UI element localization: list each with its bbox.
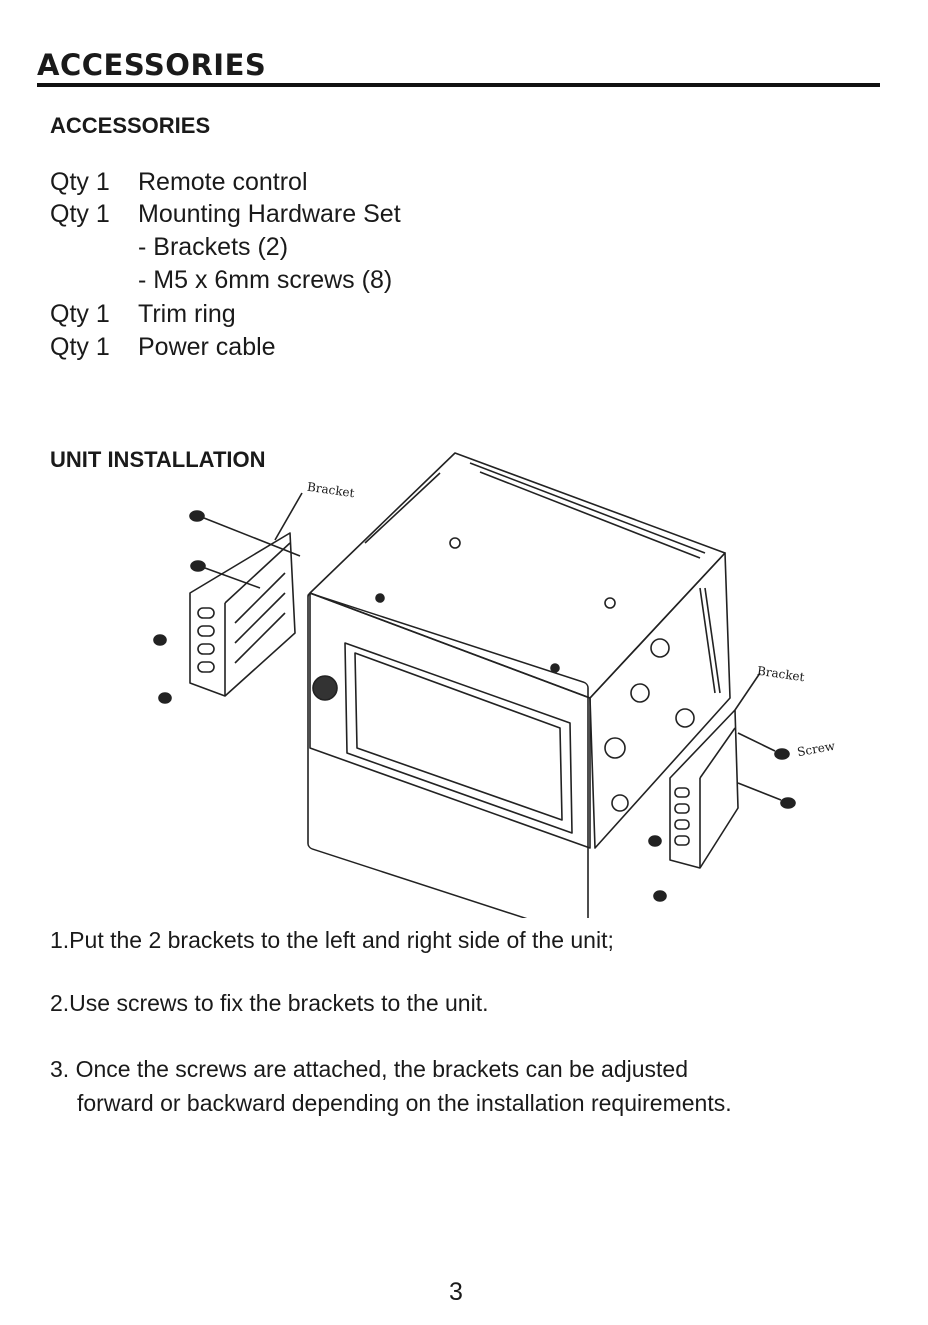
accessories-heading: ACCESSORIES	[50, 113, 211, 138]
accessory-qty: Qty 1	[50, 168, 110, 196]
installation-step-1: 1.Put the 2 brackets to the left and rig…	[50, 927, 614, 953]
page-number: 3	[449, 1278, 463, 1306]
accessory-qty: Qty 1	[50, 300, 110, 328]
installation-heading: UNIT INSTALLATION	[50, 447, 266, 472]
left-screws	[153, 510, 301, 704]
right-screws	[648, 732, 796, 902]
left-bracket	[189, 492, 303, 697]
right-bracket	[669, 672, 761, 869]
accessory-qty: Qty 1	[50, 200, 110, 228]
accessory-name: Remote control	[138, 168, 308, 196]
head-unit-chassis	[307, 452, 731, 918]
accessory-name: Trim ring	[138, 300, 236, 328]
accessory-name: Power cable	[138, 333, 276, 361]
installation-step-3-continued: forward or backward depending on the ins…	[77, 1090, 732, 1116]
title-rule	[37, 83, 880, 87]
installation-step-2: 2.Use screws to fix the brackets to the …	[50, 990, 489, 1016]
installation-diagram	[153, 452, 796, 918]
accessory-qty: Qty 1	[50, 333, 110, 361]
accessory-name: Mounting Hardware Set	[138, 200, 401, 228]
page-title: ACCESSORIES	[37, 48, 267, 82]
accessory-subitem: - M5 x 6mm screws (8)	[138, 266, 393, 294]
installation-step-3: 3. Once the screws are attached, the bra…	[50, 1056, 688, 1082]
accessory-subitem: - Brackets (2)	[138, 233, 289, 261]
